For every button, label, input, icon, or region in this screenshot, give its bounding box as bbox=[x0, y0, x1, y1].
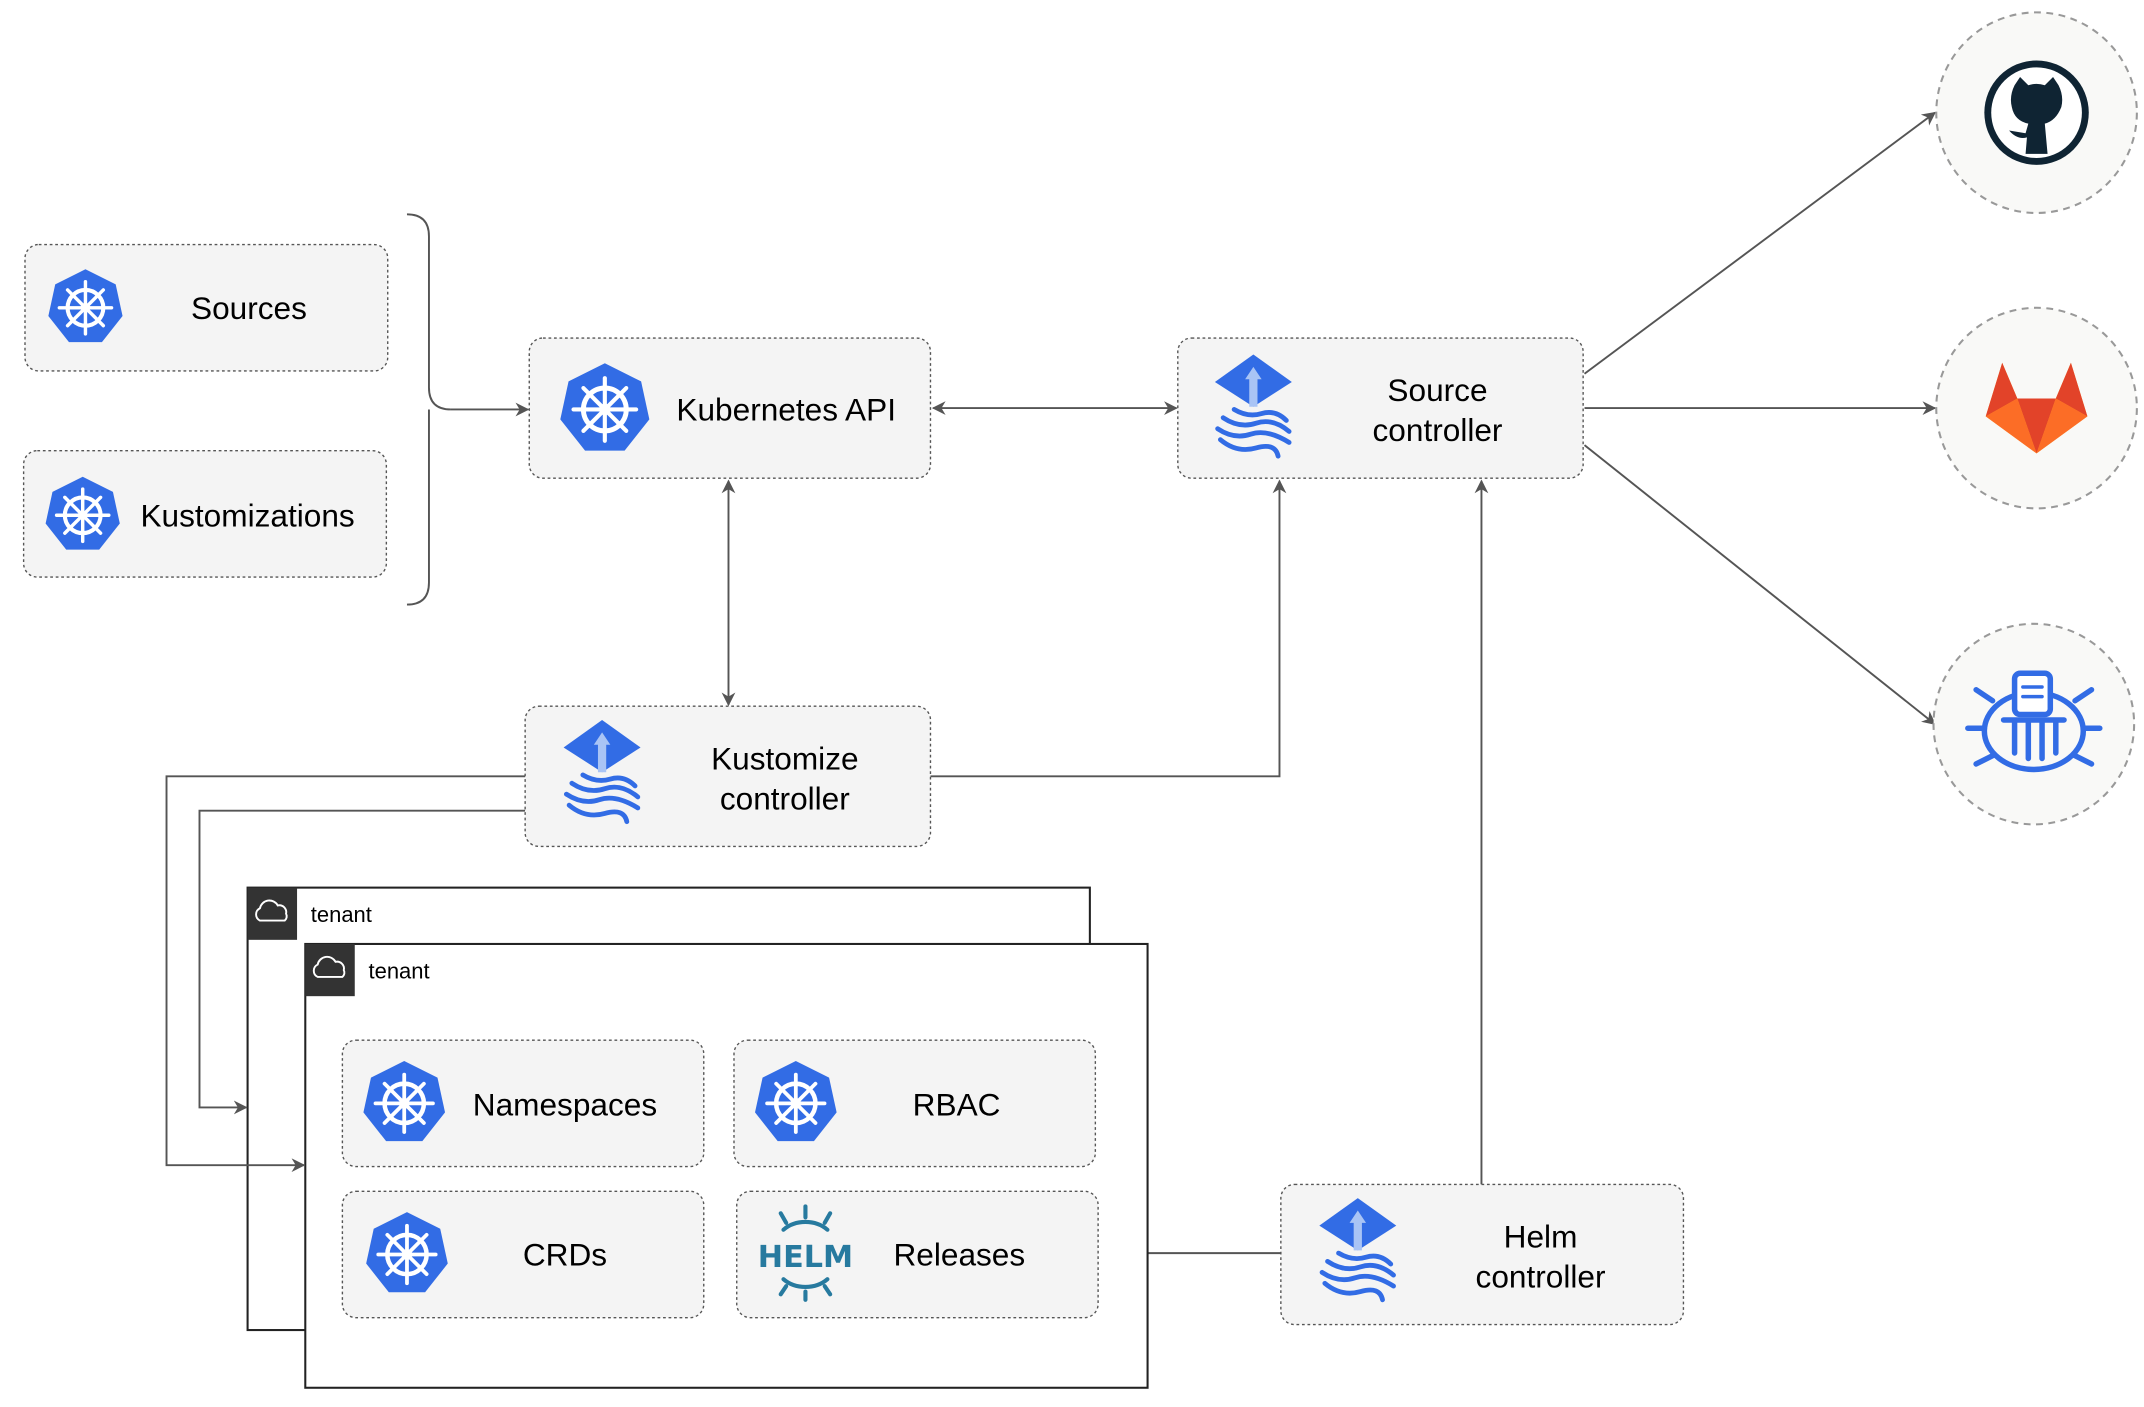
kustomizations-node[interactable]: Kustomizations bbox=[22, 449, 388, 578]
namespaces-node[interactable]: Namespaces bbox=[341, 1039, 705, 1168]
gitlab-icon bbox=[1985, 362, 2088, 454]
crds-node[interactable]: CRDs bbox=[341, 1190, 705, 1319]
tenant-label: tenant bbox=[311, 902, 372, 927]
sources-label: Sources bbox=[191, 290, 307, 326]
source-controller-node[interactable]: Source controller bbox=[1177, 337, 1584, 479]
rbac-node[interactable]: RBAC bbox=[733, 1039, 1097, 1168]
bucket-icon bbox=[1965, 670, 2103, 773]
bucket-node[interactable] bbox=[1932, 622, 2136, 826]
sources-node[interactable]: Sources bbox=[24, 243, 389, 372]
kustomize-controller-node[interactable]: Kustomize controller bbox=[524, 705, 932, 848]
kustomizations-label: Kustomizations bbox=[140, 497, 354, 533]
arrow-kustomize-source bbox=[930, 479, 1287, 778]
gitlab-node[interactable] bbox=[1935, 306, 2138, 510]
source-controller-label-2: controller bbox=[1373, 412, 1503, 448]
arrow-source-bucket bbox=[1583, 444, 1936, 725]
source-controller-label-1: Source bbox=[1387, 372, 1487, 408]
kustomize-controller-label-1: Kustomize bbox=[711, 740, 858, 776]
arrow-kustomize-tenant-front bbox=[165, 775, 526, 1173]
tenant-label: tenant bbox=[369, 958, 430, 983]
helm-logo-text: HELM bbox=[758, 1240, 853, 1275]
helm-controller-label-1: Helm bbox=[1504, 1219, 1578, 1255]
helm-controller-node[interactable]: Helm controller bbox=[1280, 1183, 1685, 1326]
namespaces-label: Namespaces bbox=[473, 1087, 657, 1123]
kustomize-controller-label-2: controller bbox=[720, 780, 850, 816]
github-node[interactable] bbox=[1935, 11, 2138, 215]
kubernetes-api-node[interactable]: Kubernetes API bbox=[528, 337, 932, 479]
rbac-label: RBAC bbox=[913, 1087, 1001, 1123]
arrow-source-github bbox=[1583, 111, 1936, 375]
releases-label: Releases bbox=[893, 1236, 1025, 1272]
arrow-kustomize-tenant-back bbox=[198, 809, 526, 1115]
helm-icon: HELM bbox=[758, 1204, 853, 1302]
kubernetes-api-label: Kubernetes API bbox=[676, 391, 896, 427]
github-icon bbox=[1984, 60, 2089, 165]
brace bbox=[406, 213, 451, 606]
helm-controller-label-2: controller bbox=[1476, 1258, 1606, 1294]
releases-node[interactable]: HELM Releases bbox=[736, 1190, 1099, 1319]
crds-label: CRDs bbox=[523, 1236, 607, 1272]
